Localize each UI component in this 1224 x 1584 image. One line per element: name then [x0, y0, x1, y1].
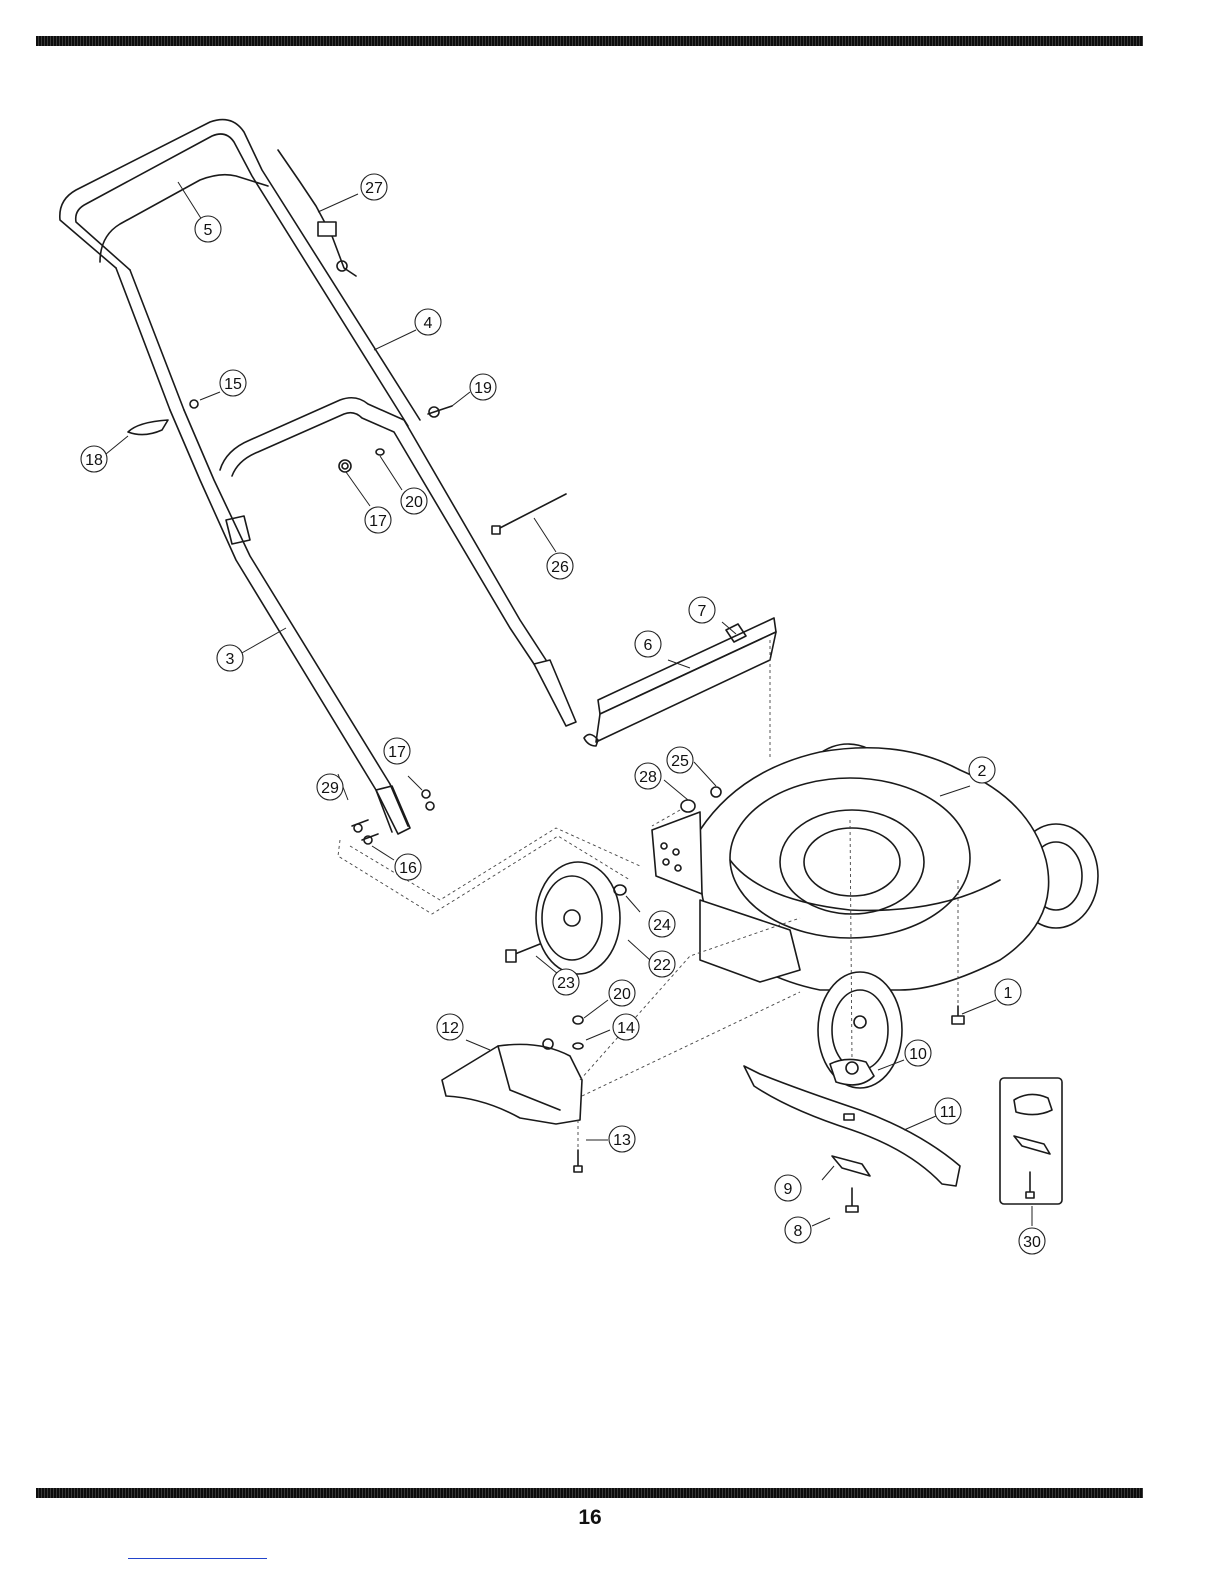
rear-shield: [584, 618, 776, 746]
callout-12: 12: [437, 1014, 463, 1040]
svg-text:29: 29: [321, 780, 339, 797]
svg-text:20: 20: [405, 494, 423, 511]
svg-text:27: 27: [365, 180, 383, 197]
callout-16: 16: [395, 854, 421, 880]
callout-30: 30: [1019, 1228, 1045, 1254]
callout-17-upper: 17: [365, 507, 391, 533]
callout-28: 28: [635, 763, 661, 789]
callout-11: 11: [935, 1098, 961, 1124]
svg-text:14: 14: [617, 1020, 635, 1037]
callout-20-upper: 20: [401, 488, 427, 514]
callout-2: 2: [969, 757, 995, 783]
svg-text:11: 11: [940, 1104, 957, 1121]
svg-text:23: 23: [557, 975, 575, 992]
callout-17-lower: 17: [384, 738, 410, 764]
callout-20-lower: 20: [609, 980, 635, 1006]
svg-text:1: 1: [1004, 985, 1013, 1002]
callout-3: 3: [217, 645, 243, 671]
svg-text:25: 25: [671, 753, 689, 770]
svg-text:12: 12: [441, 1020, 459, 1037]
callout-8: 8: [785, 1217, 811, 1243]
bottom-rule: [36, 1488, 1143, 1498]
callout-7: 7: [689, 597, 715, 623]
callout-1: 1: [995, 979, 1021, 1005]
callout-6: 6: [635, 631, 661, 657]
callout-23: 23: [553, 969, 579, 995]
svg-text:13: 13: [613, 1132, 631, 1149]
svg-text:20: 20: [613, 986, 631, 1003]
callout-19: 19: [470, 374, 496, 400]
lower-handle: [170, 398, 576, 834]
callout-4: 4: [415, 309, 441, 335]
callout-10: 10: [905, 1040, 931, 1066]
callout-24: 24: [649, 911, 675, 937]
svg-text:17: 17: [369, 513, 387, 530]
svg-text:10: 10: [909, 1046, 927, 1063]
deflector: [442, 1016, 583, 1172]
callout-22: 22: [649, 951, 675, 977]
callout-29: 29: [317, 774, 343, 800]
svg-text:18: 18: [85, 452, 103, 469]
callout-14: 14: [613, 1014, 639, 1040]
callout-5: 5: [195, 216, 221, 242]
svg-text:15: 15: [224, 376, 242, 393]
svg-text:3: 3: [226, 651, 235, 668]
callout-26: 26: [547, 553, 573, 579]
callout-25: 25: [667, 747, 693, 773]
svg-text:4: 4: [424, 315, 433, 332]
svg-text:7: 7: [698, 603, 707, 620]
svg-text:8: 8: [794, 1223, 803, 1240]
link-underline[interactable]: [128, 1558, 267, 1559]
mower-deck: [652, 731, 1098, 1088]
svg-text:24: 24: [653, 917, 671, 934]
svg-text:5: 5: [204, 222, 213, 239]
callout-15: 15: [220, 370, 246, 396]
callout-27: 27: [361, 174, 387, 200]
svg-text:2: 2: [978, 763, 987, 780]
svg-text:17: 17: [388, 744, 406, 761]
svg-text:6: 6: [644, 637, 653, 654]
svg-text:16: 16: [399, 860, 417, 877]
callout-13: 13: [609, 1126, 635, 1152]
svg-text:28: 28: [639, 769, 657, 786]
svg-text:19: 19: [474, 380, 492, 397]
svg-text:22: 22: [653, 957, 671, 974]
callout-18: 18: [81, 446, 107, 472]
callout-9: 9: [775, 1175, 801, 1201]
svg-text:30: 30: [1023, 1234, 1041, 1251]
page-number: 16: [0, 1506, 1180, 1530]
blade-adapter-kit: [1000, 1078, 1062, 1204]
svg-text:9: 9: [784, 1181, 793, 1198]
svg-text:26: 26: [551, 559, 569, 576]
